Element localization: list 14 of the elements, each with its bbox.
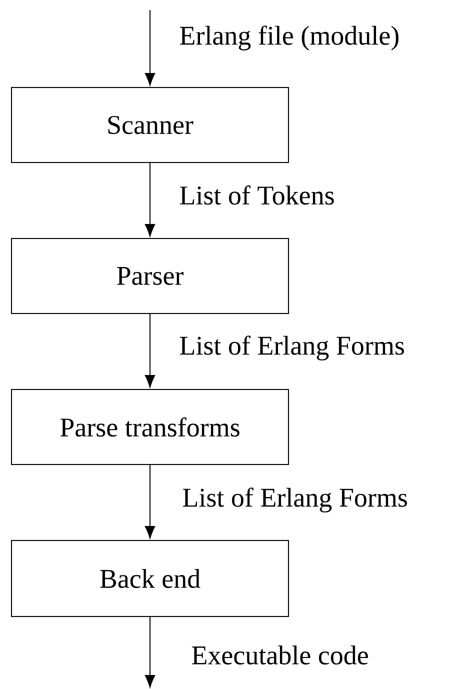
edge-label: List of Erlang Forms [182,488,407,512]
edge-label: List of Erlang Forms [180,336,404,360]
arrow [144,162,156,237]
process-box: Parse transforms [11,389,289,465]
edge-label: Erlang file (module) [180,26,398,50]
process-box: Scanner [11,87,289,163]
edge-label: Executable code [192,646,368,664]
arrow [144,314,156,388]
edge-label: List of Tokens [180,185,334,205]
arrow [144,464,156,539]
arrow [144,10,156,86]
arrow [144,616,156,688]
process-box: Parser [11,238,289,314]
process-box: Back end [11,540,289,617]
